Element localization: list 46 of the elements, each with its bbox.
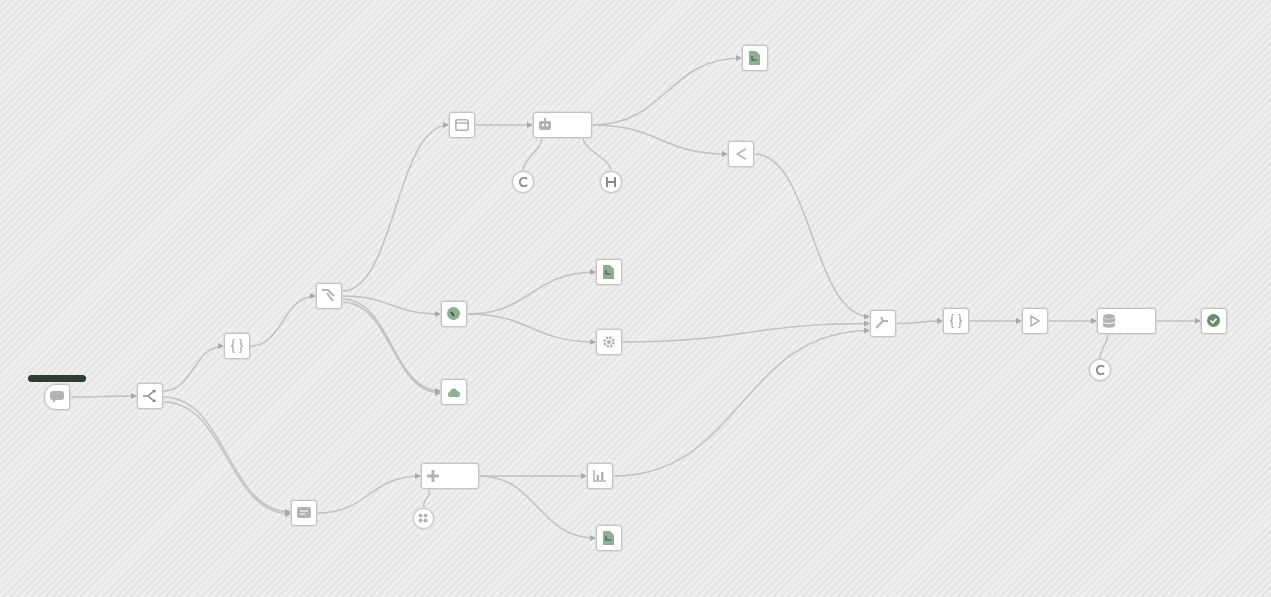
connector-arrow: [474, 122, 534, 128]
workflow-node: [421, 463, 479, 489]
connector-arrow: [478, 475, 597, 541]
sub-node-circle: [413, 508, 434, 529]
connector-arrow: [1047, 318, 1098, 324]
connector-arrow: [753, 153, 871, 318]
workflow-node: [870, 310, 896, 337]
connector-arrow: [612, 328, 871, 477]
connector-arrow: [341, 123, 450, 292]
connector-arrow: [341, 295, 442, 317]
connector-arrow: [895, 318, 944, 325]
connector-line: [422, 488, 431, 509]
sub-node-circle: [512, 171, 534, 193]
connector-arrow: [249, 293, 317, 347]
workflow-node: [742, 45, 768, 71]
connector-arrow: [591, 124, 729, 157]
workflow-node: [596, 329, 622, 355]
connector-arrow: [316, 473, 422, 514]
sub-node-circle: [1089, 359, 1111, 381]
workflow-node: [1097, 308, 1156, 334]
connector-arrow: [466, 313, 597, 345]
workflow-node: [943, 308, 969, 334]
workflow-node: [44, 384, 70, 410]
workflow-node: [441, 379, 467, 405]
connector-arrow: [968, 318, 1023, 324]
connector-arrow: [1155, 318, 1202, 324]
connector-line: [582, 137, 612, 172]
workflow-node: [316, 283, 342, 309]
connector-arrow: [162, 343, 225, 392]
connector-arrow: [69, 393, 138, 399]
connector-arrow: [621, 320, 871, 343]
workflow-node: [449, 112, 475, 138]
workflow-node: [533, 112, 592, 138]
workflow-node: [291, 500, 317, 526]
sub-node-circle: [600, 171, 622, 193]
workflow-node: [137, 383, 163, 409]
workflow-node: [728, 141, 754, 167]
workflow-node: [224, 333, 250, 359]
workflow-node: [1201, 308, 1227, 334]
workflow-node: [1022, 308, 1048, 334]
workflow-node: [441, 301, 467, 327]
workflow-node: [587, 463, 613, 489]
connector-line: [522, 137, 543, 172]
workflow-node: [596, 259, 622, 285]
connector-line: [1099, 333, 1109, 360]
workflow-node: [596, 525, 622, 551]
